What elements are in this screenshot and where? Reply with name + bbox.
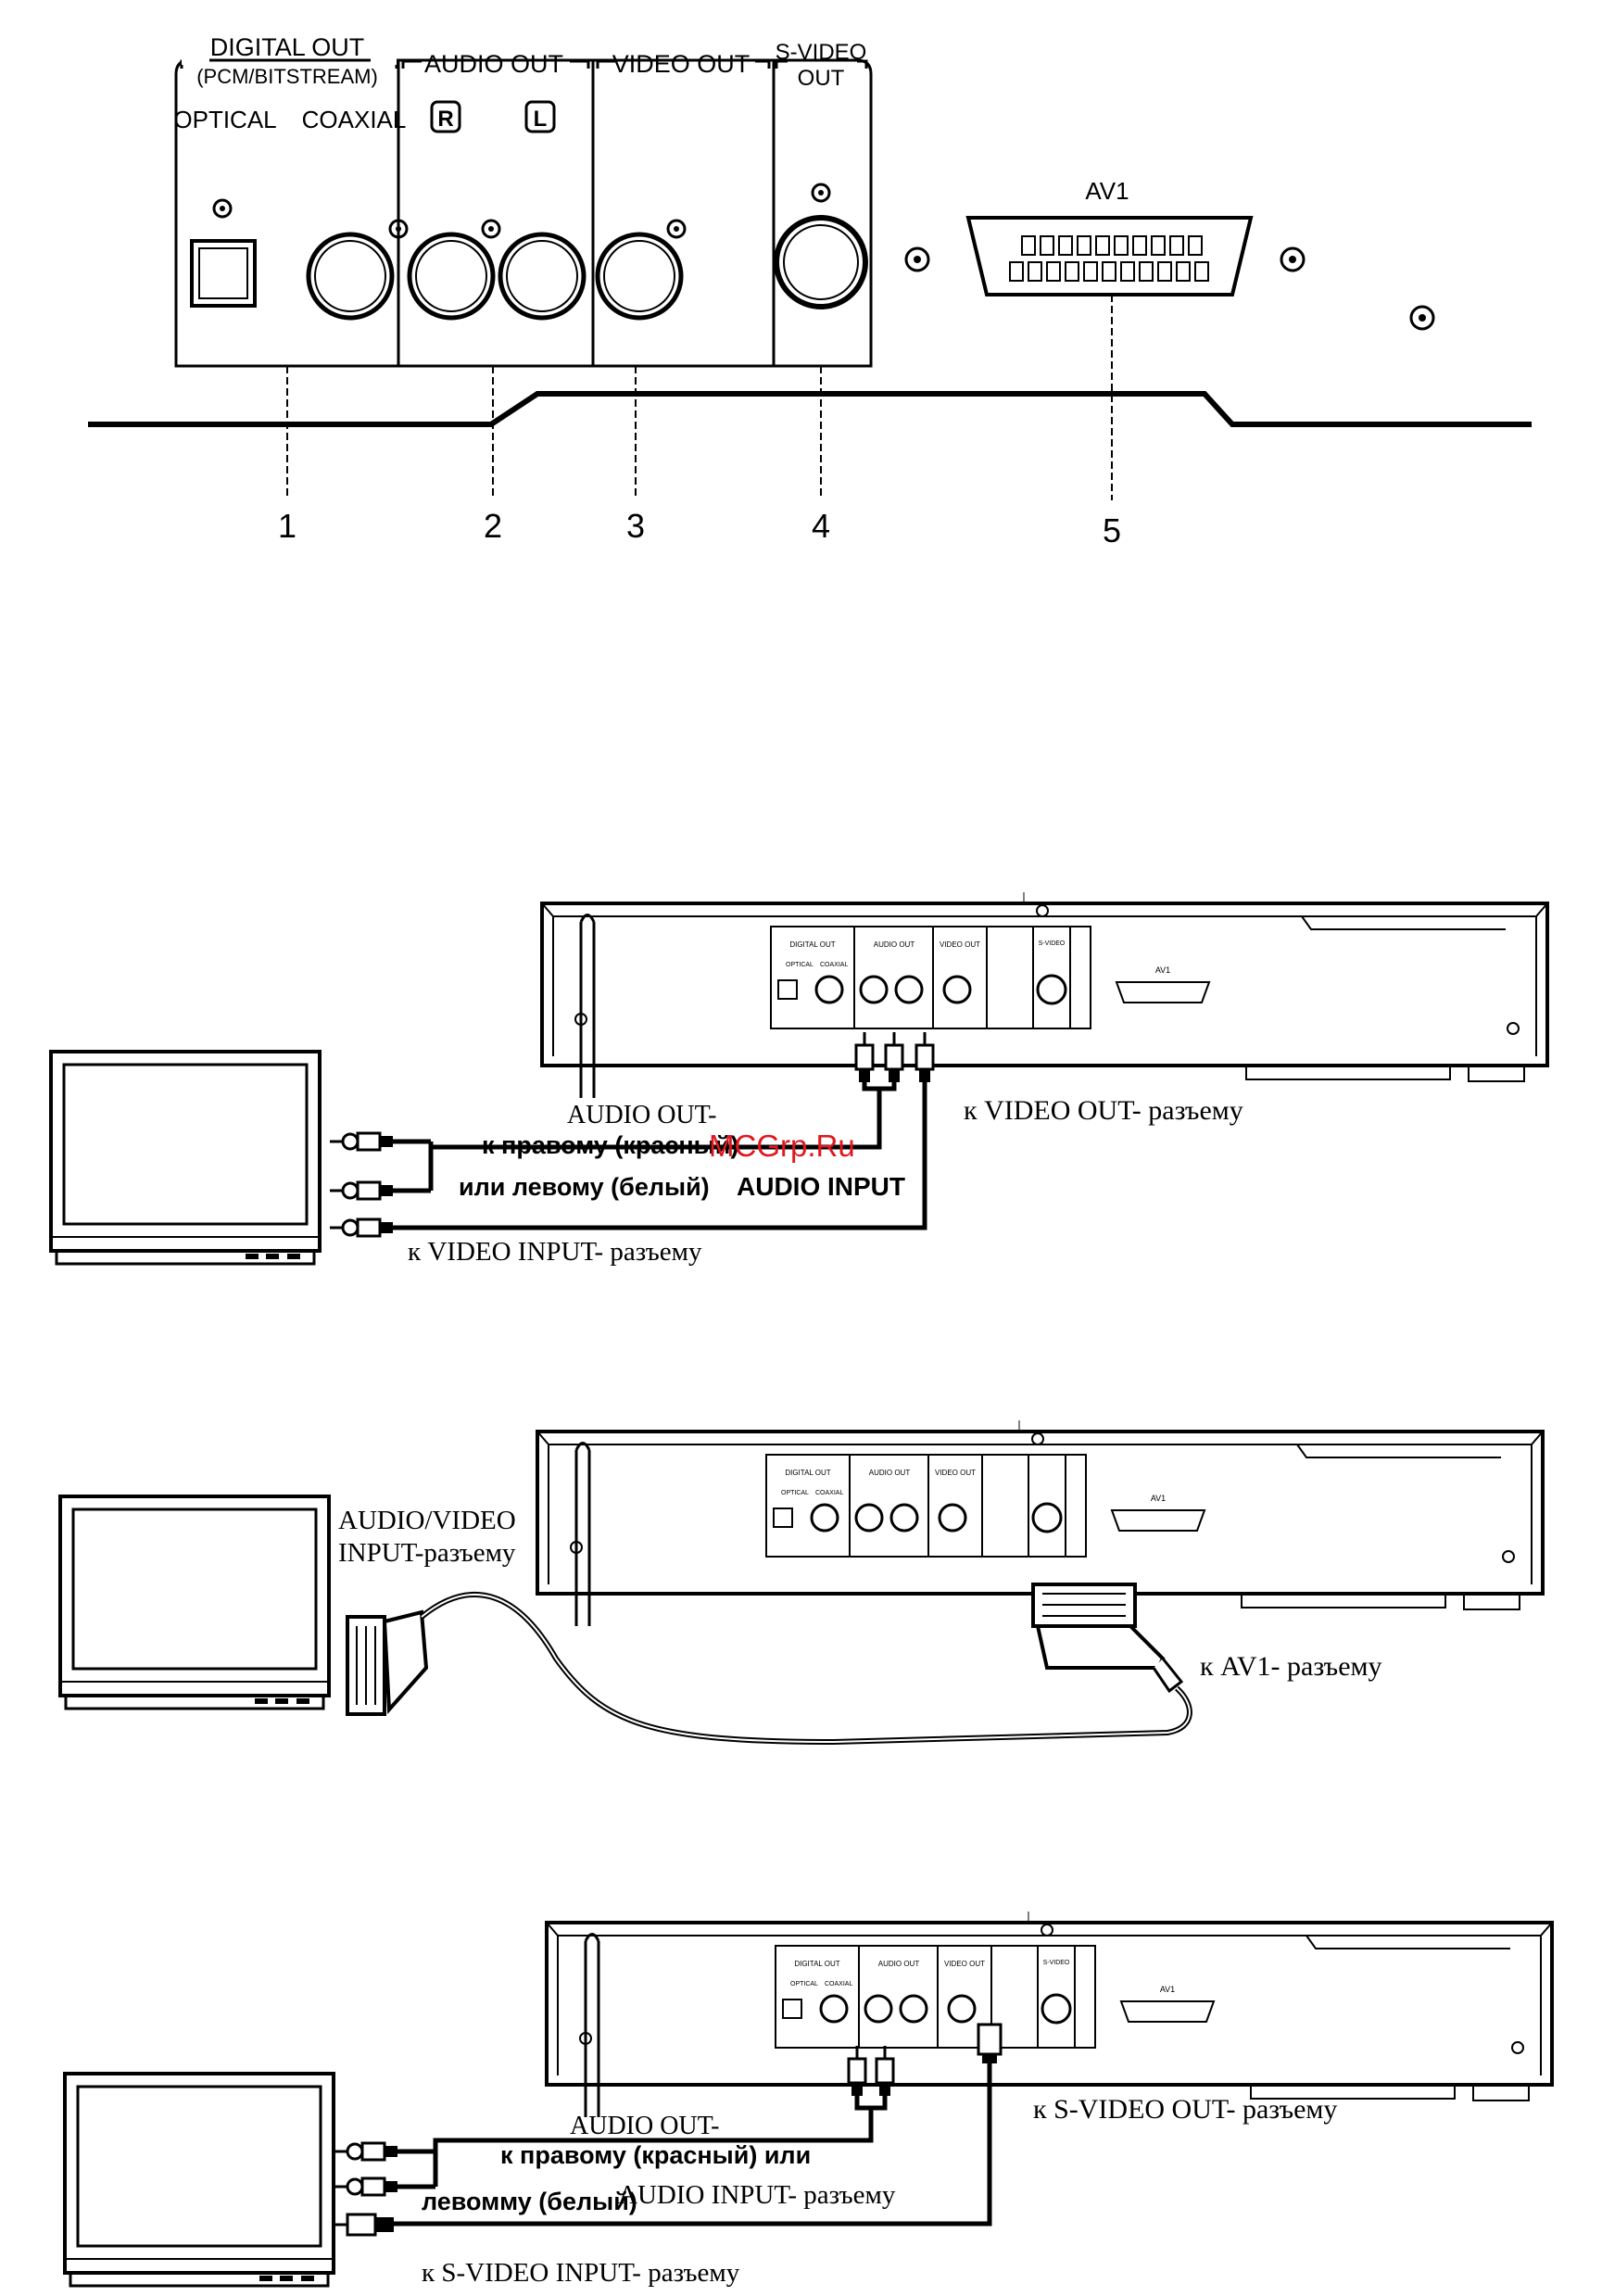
mini-av1-label: AV1: [1155, 965, 1170, 975]
s-video-jack: [774, 215, 868, 309]
connection-diagram-rca: DIGITAL OUT OPTICAL COAXIAL AUDIO OUT VI…: [49, 890, 1549, 1267]
mini-s-video-label: S-VIDEO: [1043, 1960, 1070, 1966]
left-badge-text: L: [534, 107, 548, 132]
mini-video-out-label: VIDEO OUT: [940, 940, 980, 949]
mini-rear-panel: [769, 925, 1211, 1030]
s-video-label-line2: OUT: [798, 66, 845, 91]
video-out-module: [591, 58, 776, 368]
mini-video-out-label: VIDEO OUT: [935, 1469, 976, 1477]
mini-video-out-label: VIDEO OUT: [944, 1960, 985, 1968]
audio-right-jack: [407, 232, 496, 321]
mini-optical-label: OPTICAL: [781, 1490, 809, 1496]
mini-digital-out-label: DIGITAL OUT: [794, 1960, 839, 1968]
d3-s-video-input-label: к S-VIDEO INPUT- разъему: [422, 2258, 740, 2288]
d2-av1-label: к AV1- разъему: [1200, 1651, 1382, 1682]
s-video-label-line1: S-VIDEO: [776, 40, 867, 65]
tv-monitor: [63, 2072, 335, 2288]
rca-plug-video: [328, 1217, 395, 1238]
connection-diagram-s-video: DIGITAL OUT OPTICAL COAXIAL AUDIO OUT VI…: [63, 1910, 1554, 2288]
audio-left-jack: [498, 232, 587, 321]
d1-audio-input-label: AUDIO INPUT: [737, 1172, 905, 1201]
mini-av1-label: AV1: [1151, 1494, 1166, 1503]
rca-plug-right: [333, 2141, 399, 2162]
callout-2: 2: [484, 507, 502, 545]
mini-coaxial-label: COAXIAL: [825, 1981, 852, 1987]
mini-coaxial-label: COAXIAL: [820, 962, 848, 968]
s-video-plug-player: [977, 2023, 1003, 2063]
d3-audio-input-label: AUDIO INPUT- разъему: [618, 2180, 896, 2210]
callout-3: 3: [626, 507, 645, 545]
d2-av-input-label-line1: AUDIO/VIDEO: [338, 1506, 516, 1535]
right-badge-text: R: [437, 107, 453, 132]
audio-out-module: [397, 58, 595, 368]
mini-coaxial-label: COAXIAL: [815, 1490, 843, 1496]
scart-plug-tv: [346, 1609, 429, 1716]
optical-jack: [190, 239, 257, 308]
mini-digital-out-label: DIGITAL OUT: [789, 940, 835, 949]
screw-icon: [212, 198, 233, 219]
digital-out-sub-label: (PCM/BITSTREAM): [196, 65, 378, 88]
coaxial-label: COAXIAL: [302, 106, 407, 133]
player-rear-chassis: [545, 1910, 1554, 2119]
mini-rear-panel: [764, 1453, 1206, 1558]
callout-5: 5: [1103, 511, 1121, 549]
av1-scart-connector: [965, 216, 1254, 296]
d3-to-left-label: левомму (белый): [422, 2188, 637, 2215]
digital-out-label: DIGITAL OUT: [210, 33, 365, 61]
d3-s-video-out-label: к S-VIDEO OUT- разъему: [1033, 2094, 1337, 2125]
tv-monitor: [58, 1495, 331, 1710]
rca-plug-right: [328, 1131, 395, 1152]
rca-plug-left: [333, 2176, 399, 2197]
callout-1: 1: [278, 507, 296, 545]
watermark: MCGrp.Ru: [709, 1129, 855, 1163]
callout-4: 4: [812, 507, 830, 545]
right-channel-badge: [430, 100, 461, 133]
d1-video-out-label: к VIDEO OUT- разъему: [964, 1095, 1243, 1126]
d2-av-input-label-line2: INPUT-разъему: [338, 1538, 516, 1568]
mini-s-video-label: S-VIDEO: [1039, 940, 1066, 947]
s-video-plug-tv: [335, 2213, 394, 2237]
rca-plug-left: [328, 1180, 395, 1201]
video-out-jack: [595, 232, 684, 321]
mini-digital-out-label: DIGITAL OUT: [785, 1469, 830, 1477]
video-out-label: VIDEO OUT: [612, 50, 751, 78]
mini-audio-out-label: AUDIO OUT: [874, 940, 915, 949]
mini-av1-label: AV1: [1160, 1985, 1175, 1994]
tv-monitor: [49, 1050, 322, 1266]
connection-diagram-scart: DIGITAL OUT OPTICAL COAXIAL AUDIO OUT VI…: [58, 1419, 1545, 1746]
d1-audio-out-label: AUDIO OUT-: [567, 1101, 717, 1129]
optical-label: OPTICAL: [173, 106, 276, 133]
player-rear-chassis: [540, 890, 1549, 1100]
mini-audio-out-label: AUDIO OUT: [869, 1469, 911, 1477]
s-video-out-module: [772, 58, 873, 368]
rear-panel-detail: DIGITAL OUT (PCM/BITSTREAM) OPTICAL COAX…: [88, 33, 1532, 549]
d3-audio-out-label: AUDIO OUT-: [570, 2112, 720, 2140]
left-channel-badge: [524, 100, 556, 133]
mini-optical-label: OPTICAL: [790, 1981, 818, 1987]
coaxial-jack: [306, 232, 395, 321]
mini-optical-label: OPTICAL: [786, 962, 814, 968]
mini-audio-out-label: AUDIO OUT: [878, 1960, 920, 1968]
scart-plug-player: [1031, 1583, 1184, 1694]
d1-to-right-label: к правому (красный): [482, 1131, 738, 1159]
d3-to-right-label: к правому (красный) или: [500, 2141, 811, 2169]
av1-label: AV1: [1085, 177, 1129, 205]
d1-to-left-label: или левому (белый): [459, 1173, 710, 1201]
audio-out-label: AUDIO OUT: [424, 50, 563, 78]
d1-video-input-label: к VIDEO INPUT- разъему: [408, 1237, 702, 1267]
